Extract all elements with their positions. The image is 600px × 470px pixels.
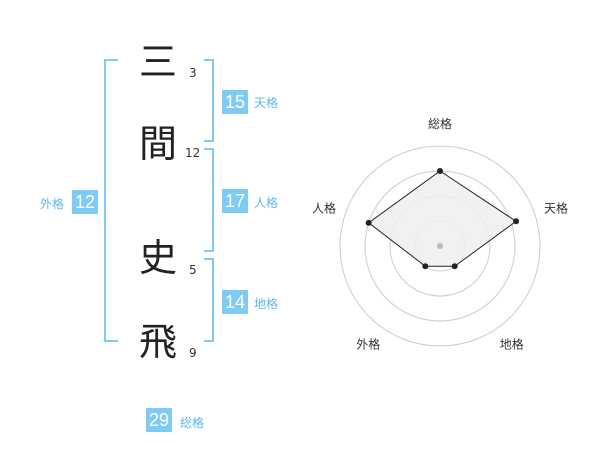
stroke-count-4: 9 [189, 346, 197, 360]
soukaku-value: 29 [146, 408, 173, 432]
jinkaku-bracket [204, 148, 214, 252]
chikaku-value: 14 [222, 290, 249, 314]
tenkaku-label: 天格 [254, 96, 279, 110]
chikaku-bracket [204, 258, 214, 342]
chikaku-label: 地格 [254, 297, 279, 311]
radar-polygon [367, 170, 517, 267]
radar-axis-label: 天格 [544, 200, 568, 215]
tenkaku-bracket [204, 59, 214, 142]
radar-axis-label: 外格 [356, 337, 380, 352]
name-char-3: 史 [138, 236, 177, 280]
radar-axis-label: 地格 [500, 337, 524, 352]
radar-point [365, 219, 372, 226]
stroke-count-3: 5 [189, 263, 197, 277]
radar-points [365, 168, 520, 270]
radar-point [437, 168, 443, 174]
gaikaku-label: 外格 [40, 197, 65, 211]
radar-point [513, 218, 520, 225]
name-char-1: 三 [138, 40, 177, 84]
name-char-2: 間 [138, 122, 177, 166]
radar-axis-label: 総格 [428, 116, 452, 131]
radar-axis-label: 人格 [312, 200, 336, 215]
tenkaku-value: 15 [222, 90, 249, 114]
gaikaku-value: 12 [72, 190, 99, 214]
radar-point [451, 263, 458, 270]
name-char-4: 飛 [138, 320, 177, 364]
gaikaku-bracket [104, 59, 118, 342]
radar-point [422, 263, 429, 270]
stroke-count-1: 3 [189, 66, 197, 80]
radar-center [437, 243, 443, 249]
jinkaku-label: 人格 [254, 196, 279, 210]
jinkaku-value: 17 [222, 189, 249, 213]
radar-ring [339, 145, 541, 347]
stroke-count-2: 12 [185, 146, 201, 160]
soukaku-label: 総格 [180, 416, 205, 430]
